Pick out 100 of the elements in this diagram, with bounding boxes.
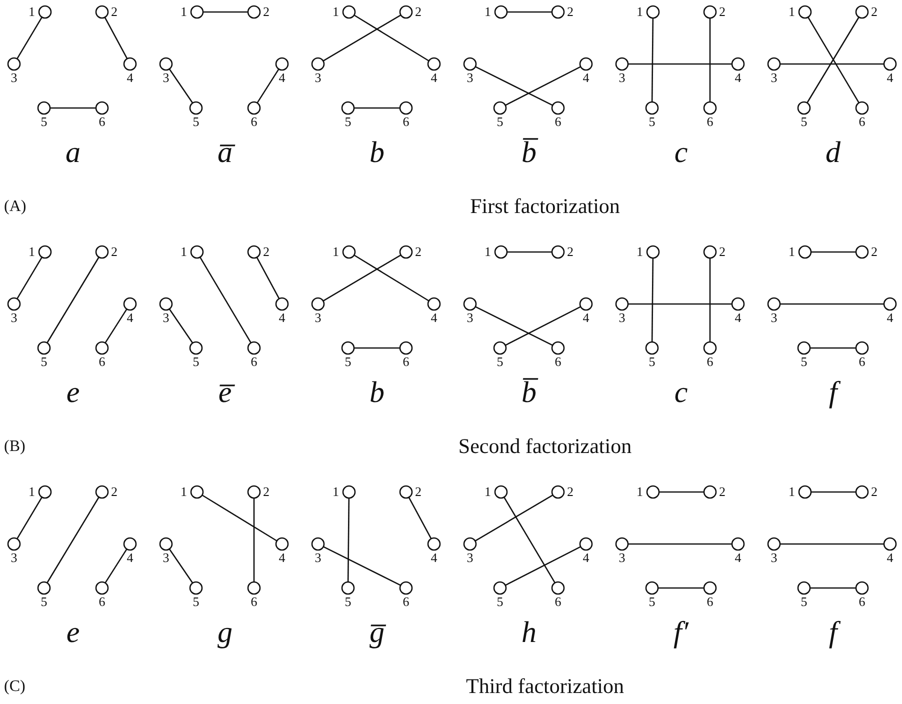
vertex-number: 4 — [734, 72, 742, 84]
edge-line — [507, 251, 552, 253]
edge-line — [408, 496, 432, 540]
vertex-number: 4 — [430, 72, 438, 84]
edge-line — [46, 496, 100, 584]
vertex-number: 6 — [98, 596, 106, 608]
row-title: First factorization — [470, 194, 620, 219]
vertex-number: 2 — [719, 246, 726, 258]
edge-line — [50, 107, 96, 109]
vertex-number: 6 — [402, 116, 410, 128]
vertex-number: 5 — [344, 356, 352, 368]
vertex-number: 6 — [250, 116, 258, 128]
edge-line — [780, 543, 884, 545]
panel-tag: (B) — [4, 438, 26, 456]
edge-line — [354, 107, 400, 109]
edge-line — [200, 256, 252, 344]
edge-line — [811, 491, 856, 493]
edge-line — [505, 546, 581, 586]
vertex-number: 5 — [800, 356, 808, 368]
vertex-number: 2 — [111, 486, 118, 498]
graph-letter: b — [370, 378, 384, 408]
graph-letter: a — [66, 138, 80, 168]
edge-line — [256, 256, 280, 300]
vertex-number: 2 — [567, 6, 574, 18]
vertex-number: 5 — [800, 116, 808, 128]
vertex-number: 6 — [98, 356, 106, 368]
graph-letter: e — [66, 378, 80, 408]
panel-tag: (C) — [4, 678, 26, 696]
vertex-number: 5 — [40, 116, 48, 128]
vertex-number: 4 — [582, 552, 590, 564]
edge-line — [659, 491, 704, 493]
edge-line — [104, 308, 128, 344]
vertex-number: 1 — [788, 486, 795, 498]
edge-line — [168, 308, 194, 344]
vertex-number: 5 — [496, 596, 504, 608]
vertex-number: 2 — [111, 6, 118, 18]
vertex-number: 5 — [648, 116, 656, 128]
vertex-number: 2 — [567, 246, 574, 258]
edge-line — [811, 251, 856, 253]
vertex-number: 5 — [648, 356, 656, 368]
edge-line — [475, 306, 553, 346]
edge-line — [505, 66, 581, 106]
vertex-number: 2 — [719, 6, 726, 18]
vertex-number: 2 — [719, 486, 726, 498]
edge-line — [16, 16, 42, 60]
edge-line — [104, 16, 128, 60]
graph-letter: e — [66, 618, 80, 648]
vertex-number: 4 — [582, 72, 590, 84]
edge-line — [651, 18, 654, 102]
vertex-number: 6 — [250, 356, 258, 368]
vertex-number: 4 — [886, 72, 894, 84]
vertex-number: 6 — [402, 356, 410, 368]
vertex-number: 4 — [126, 552, 134, 564]
edge-line — [104, 548, 128, 584]
vertex-number: 1 — [180, 246, 187, 258]
edge-line — [507, 11, 552, 13]
edge-line — [628, 303, 732, 305]
edge-line — [810, 587, 856, 589]
vertex-number: 6 — [250, 596, 258, 608]
vertex-number: 6 — [858, 356, 866, 368]
vertex-number: 2 — [111, 246, 118, 258]
vertex-number: 5 — [192, 116, 200, 128]
vertex-number: 5 — [344, 596, 352, 608]
edge-line — [651, 258, 654, 342]
vertex-number: 4 — [734, 312, 742, 324]
vertex-number: 2 — [567, 486, 574, 498]
vertex-number: 2 — [415, 6, 422, 18]
vertex-number: 5 — [496, 356, 504, 368]
edge-line — [780, 63, 884, 65]
edge-line — [505, 306, 581, 346]
graph-letter: b — [370, 138, 384, 168]
vertex-number: 3 — [466, 552, 474, 564]
vertex-number: 4 — [734, 552, 742, 564]
edge-line — [628, 543, 732, 545]
vertex-number: 1 — [28, 246, 35, 258]
vertex-number: 3 — [162, 72, 170, 84]
vertex-number: 2 — [415, 486, 422, 498]
vertex-number: 1 — [636, 246, 643, 258]
vertex-number: 1 — [332, 486, 339, 498]
vertex-number: 2 — [871, 486, 878, 498]
vertex-number: 2 — [871, 246, 878, 258]
vertex-number: 6 — [402, 596, 410, 608]
vertex-number: 4 — [430, 552, 438, 564]
graph-letter: c — [674, 138, 688, 168]
vertex-number: 5 — [192, 356, 200, 368]
vertex-number: 1 — [788, 246, 795, 258]
edge-line — [504, 496, 556, 584]
vertex-number: 5 — [496, 116, 504, 128]
vertex-number: 1 — [484, 486, 491, 498]
vertex-number: 1 — [332, 246, 339, 258]
vertex-number: 6 — [554, 596, 562, 608]
edge-line — [354, 347, 400, 349]
vertex-number: 3 — [770, 72, 778, 84]
graph-letter: h — [522, 618, 536, 648]
vertex-number: 5 — [40, 356, 48, 368]
graph-letter: g — [218, 618, 232, 648]
edge-line — [168, 68, 194, 104]
edge-line — [474, 494, 554, 542]
edge-line — [322, 254, 402, 302]
edge-line — [203, 11, 248, 13]
